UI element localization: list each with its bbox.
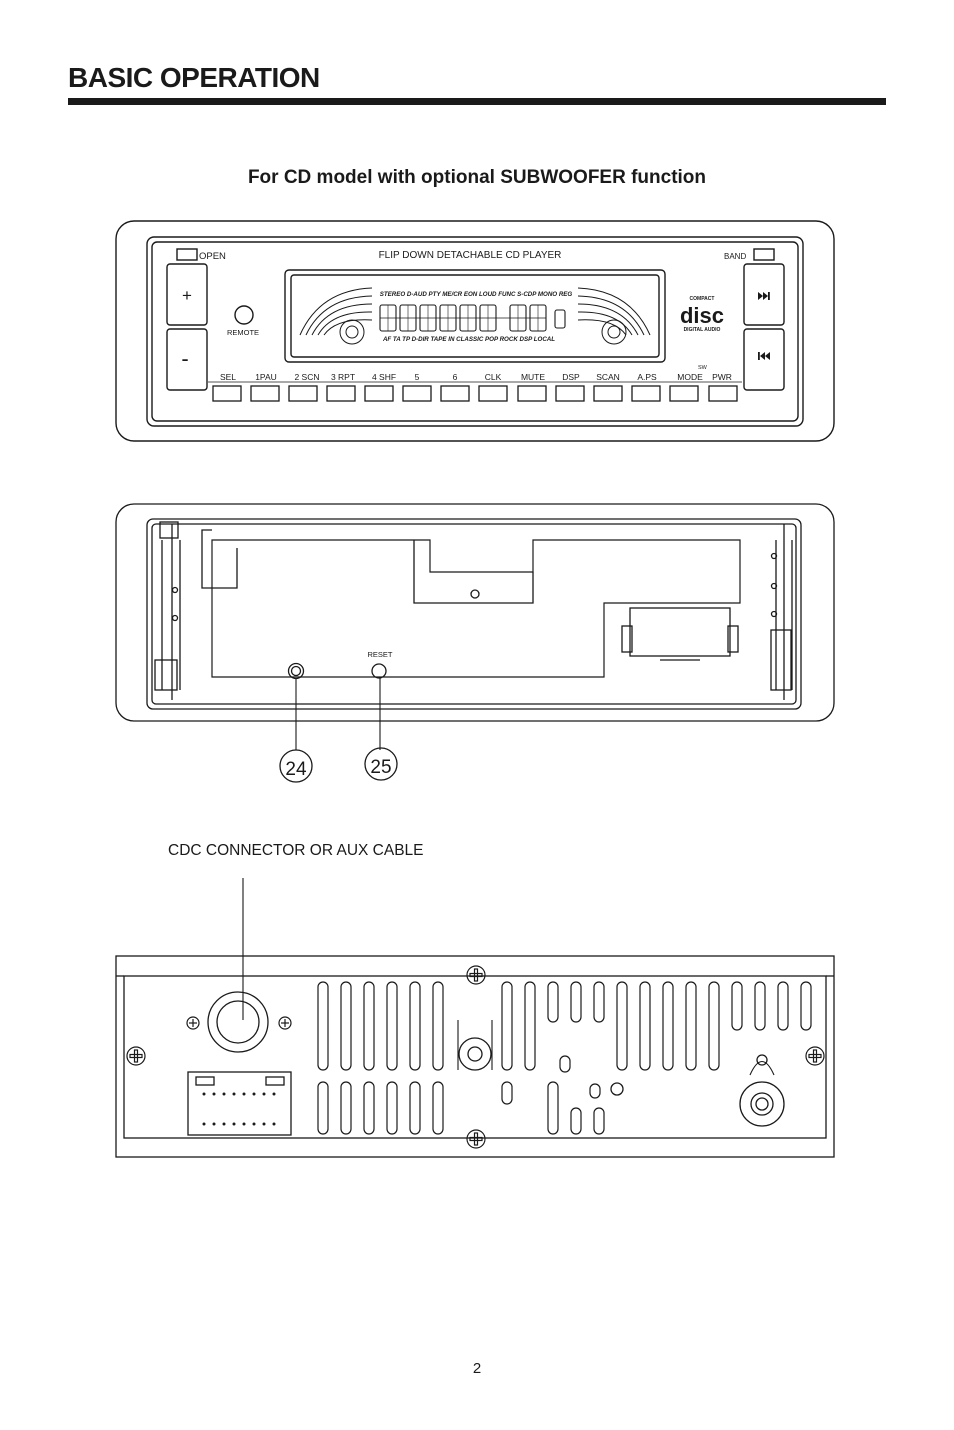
preset-button-labels: SEL 1PAU 2 SCN 3 RPT 4 SHF 5 6 CLK MUTE DSP SCAN A.… [220,372,732,382]
preset-button-label: 4 SHF [372,372,396,382]
preset-button-label: SEL [220,372,236,382]
section-heading: For CD model with optional SUBWOOFER fun… [247,167,707,188]
callout-24: 24 [285,759,307,780]
preset-button-label: 2 SCN [294,372,319,382]
callout-25: 25 [370,757,391,778]
preset-button-label: SCAN [596,372,620,382]
display-indicators-bottom: AF TA TP D-DIR TAPE IN CLASSIC POP ROCK … [382,336,555,343]
sw-label: SW [698,365,708,371]
page-number: 2 [472,1360,482,1377]
prev-track-icon [758,352,770,360]
reset-label: RESET [367,650,392,659]
preset-button-label: 5 [415,372,420,382]
display-indicators-top: STEREO D-AUD PTY ME/CR EON LOUD FUNC S-C… [380,291,573,298]
preset-button-label: 3 RPT [331,372,355,382]
cdc-connector-label: CDC CONNECTOR OR AUX CABLE [168,842,424,859]
device-title: FLIP DOWN DETACHABLE CD PLAYER [379,250,562,261]
remote-label: REMOTE [227,328,259,337]
page-title: BASIC OPERATION [68,62,320,93]
next-track-icon [758,292,770,300]
front-panel [115,220,835,442]
compact-label: COMPACT [690,296,715,302]
volume-minus-label: - [181,346,188,371]
inner-panel [115,503,835,783]
preset-button-label: 1PAU [255,372,277,382]
volume-plus-label: + [182,286,192,305]
preset-button-label: MODE [677,372,703,382]
preset-button-label: 6 [453,372,458,382]
digital-audio-label: DIGITAL AUDIO [684,327,721,333]
compact-disc-logo: disc [680,303,724,328]
open-label: OPEN [199,251,226,262]
band-label: BAND [724,252,746,261]
title-rule [68,98,886,105]
rear-panel [115,878,835,1158]
preset-button-label: PWR [712,372,732,382]
preset-button-label: A.PS [637,372,657,382]
preset-button-label: DSP [562,372,580,382]
preset-button-label: CLK [485,372,502,382]
preset-button-label: MUTE [521,372,545,382]
